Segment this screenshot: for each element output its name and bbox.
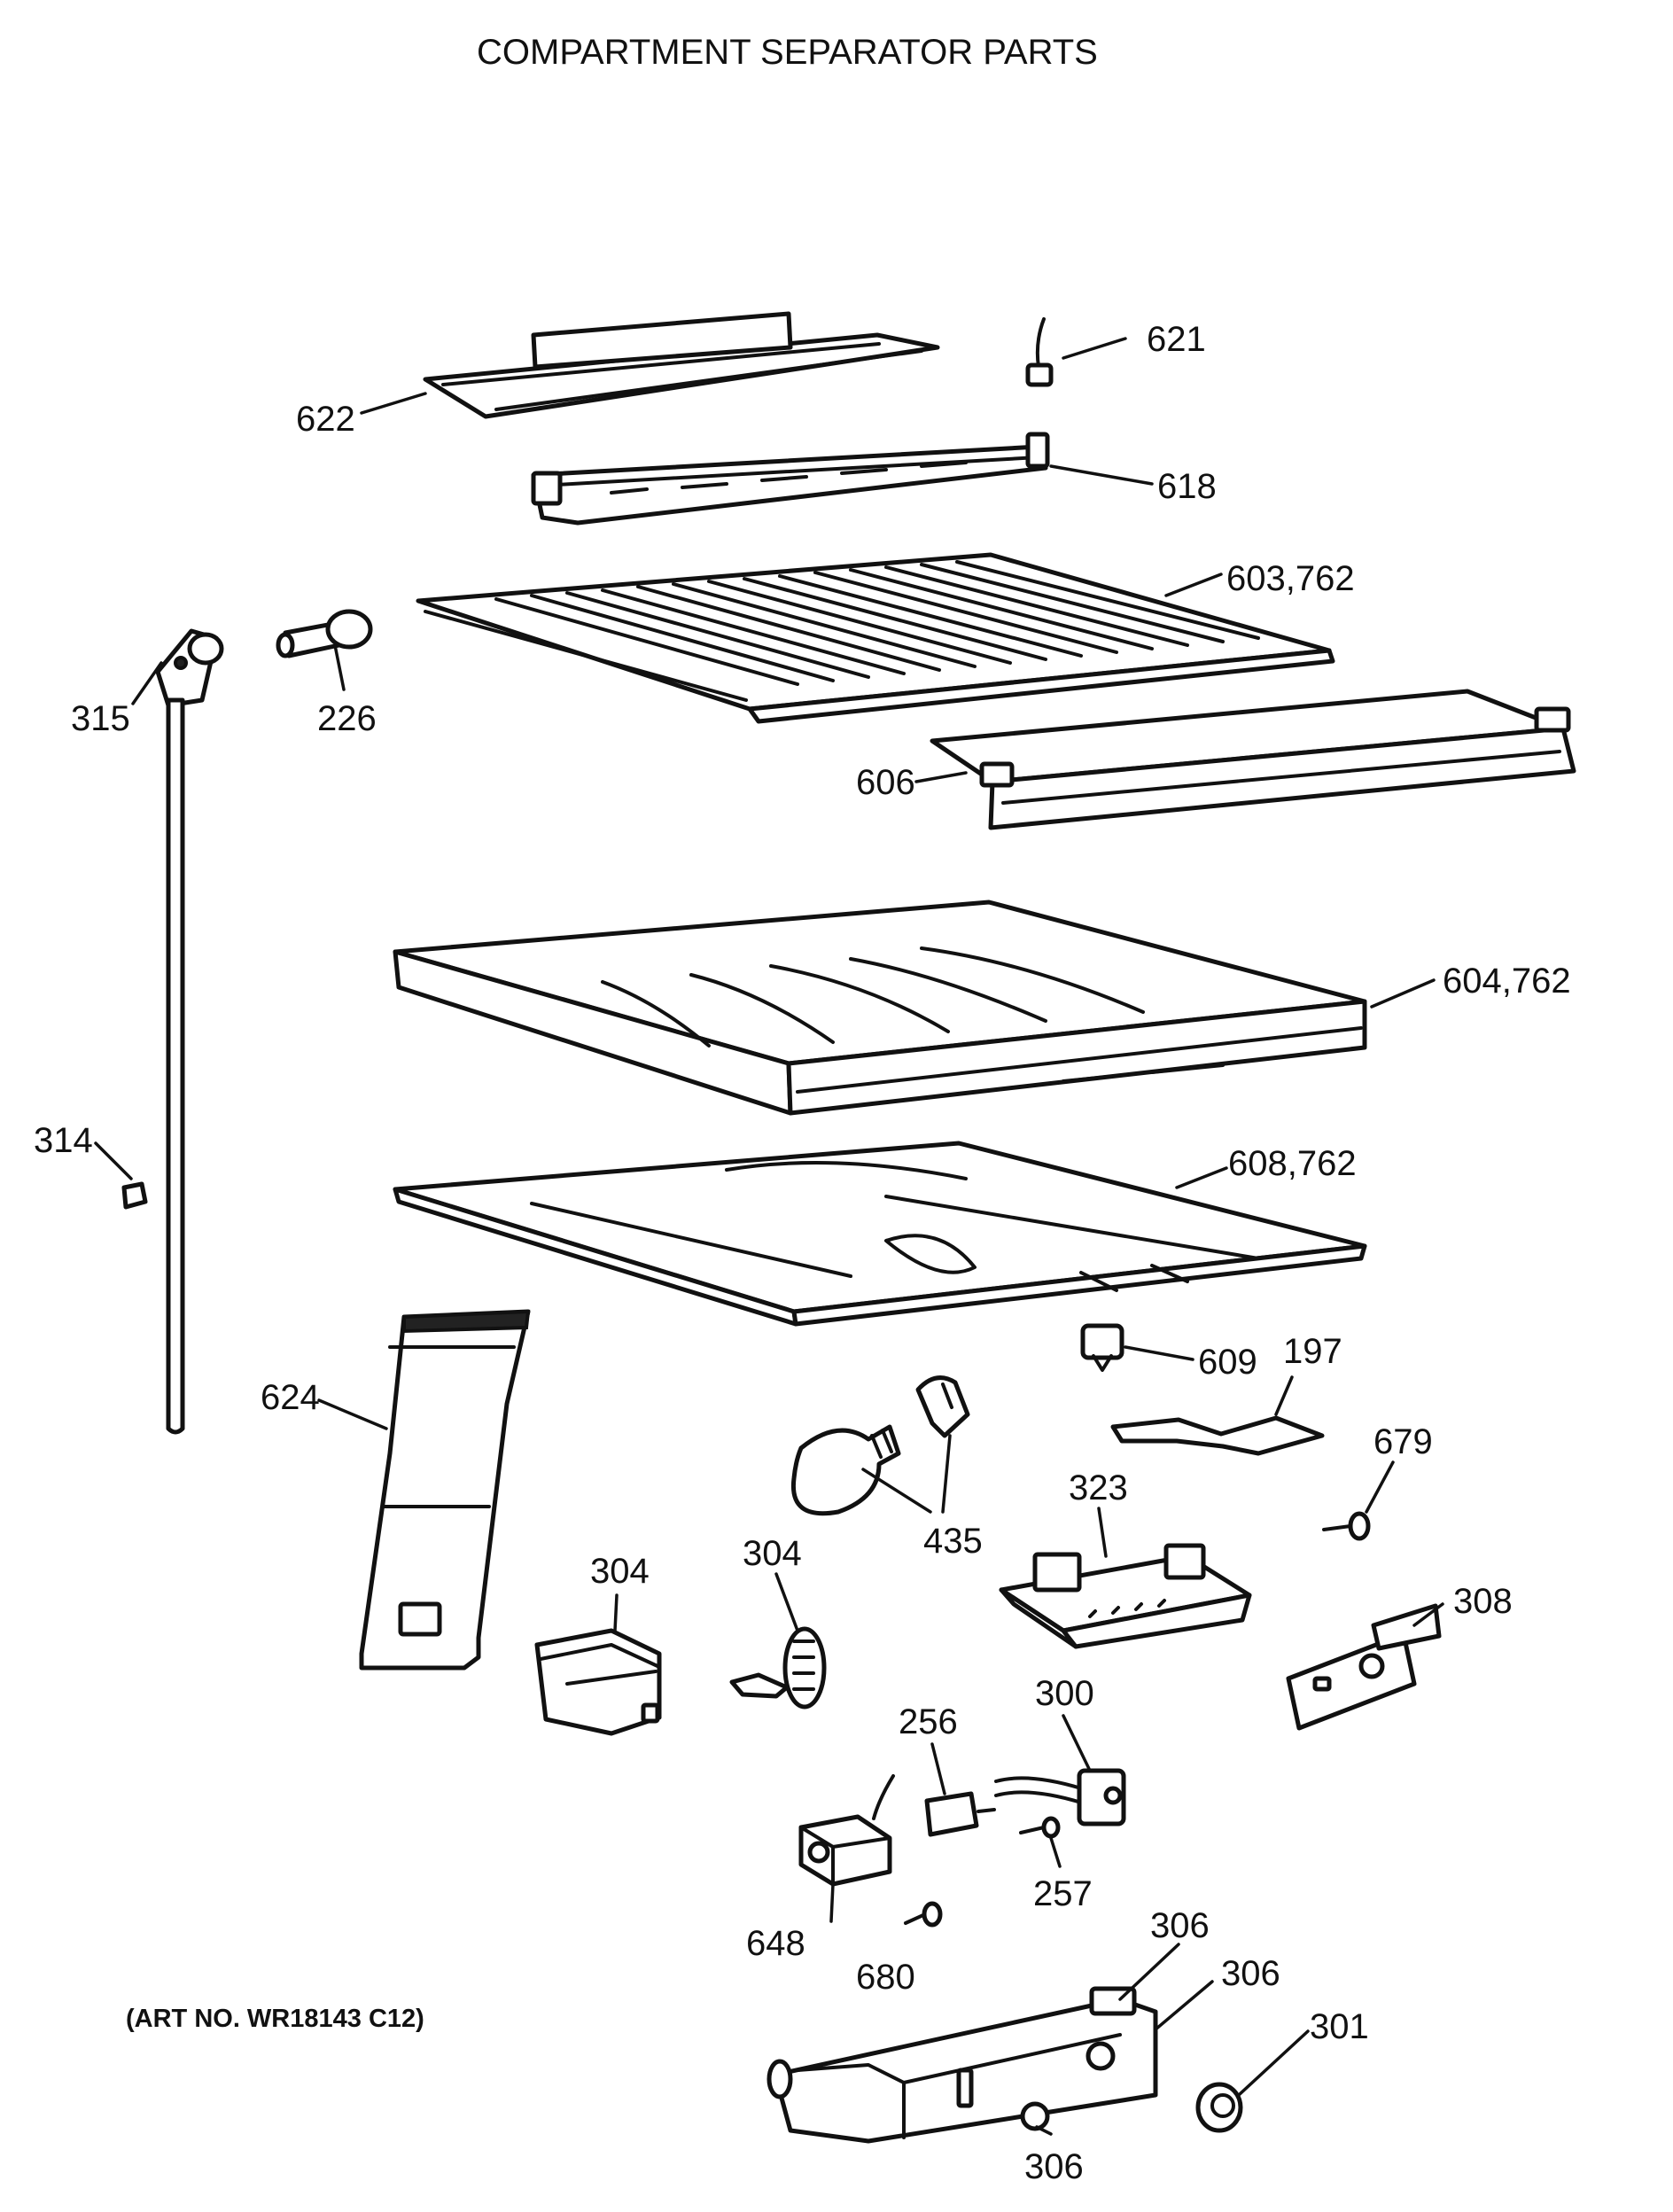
part-257-screw — [1019, 1816, 1061, 1839]
leader-618 — [1049, 464, 1154, 486]
callout-618: 618 — [1157, 467, 1217, 506]
part-618-bracket — [531, 432, 1050, 526]
callout-435: 435 — [923, 1522, 983, 1561]
part-435-light-bulb — [790, 1424, 901, 1516]
callout-603-762: 603,762 — [1226, 559, 1355, 598]
callout-621: 621 — [1147, 320, 1206, 359]
callout-306-right: 306 — [1221, 1954, 1280, 1993]
part-606-drawer-front — [930, 689, 1576, 830]
leader-197 — [1274, 1375, 1294, 1416]
part-315-rod-bracket — [155, 628, 224, 708]
leader-624 — [317, 1398, 388, 1430]
part-604-channel-shelf — [393, 900, 1367, 1116]
part-304-knob — [729, 1626, 827, 1710]
leader-306c — [1035, 2125, 1053, 2136]
leader-300 — [1062, 1714, 1092, 1772]
part-435-socket — [915, 1375, 970, 1438]
leader-608 — [1175, 1166, 1228, 1189]
callout-314: 314 — [34, 1121, 93, 1160]
callout-306-bottom: 306 — [1024, 2147, 1084, 2186]
callout-622: 622 — [296, 400, 355, 439]
part-304-block — [534, 1628, 662, 1736]
callout-604-762: 604,762 — [1443, 962, 1571, 1001]
callout-226: 226 — [317, 699, 377, 738]
callout-306-top: 306 — [1150, 1906, 1210, 1945]
part-621-wire — [1025, 317, 1054, 387]
leader-435-bulb — [861, 1468, 932, 1514]
callout-315: 315 — [71, 699, 130, 738]
part-314-clip — [121, 1181, 148, 1210]
leader-603 — [1164, 572, 1223, 597]
part-603-ribbed-shelf — [416, 552, 1335, 724]
leader-606 — [914, 771, 968, 783]
leader-301 — [1237, 2029, 1310, 2097]
callout-680: 680 — [856, 1958, 915, 1997]
callout-606: 606 — [856, 763, 915, 802]
callout-257: 257 — [1033, 1874, 1093, 1913]
callout-304-knob: 304 — [743, 1534, 802, 1573]
art-number: (ART NO. WR18143 C12) — [126, 2005, 424, 2033]
diagram-title: COMPARTMENT SEPARATOR PARTS — [477, 33, 1098, 72]
callout-300: 300 — [1035, 1674, 1094, 1713]
leader-435-socket — [941, 1434, 952, 1514]
callout-304-block: 304 — [590, 1552, 650, 1591]
leader-621 — [1062, 337, 1127, 360]
callout-609: 609 — [1198, 1343, 1257, 1382]
callout-labels: 621 622 618 603,762 315 226 606 604,762 … — [34, 320, 1571, 2186]
leader-679 — [1365, 1460, 1395, 1514]
callout-301: 301 — [1310, 2007, 1369, 2046]
callout-256: 256 — [899, 1702, 958, 1741]
part-323-housing — [999, 1543, 1252, 1649]
leader-lines — [94, 337, 1444, 2136]
leader-308 — [1412, 1602, 1444, 1627]
leader-315 — [131, 661, 163, 705]
part-314-rod — [166, 697, 185, 1435]
leader-256 — [930, 1742, 946, 1795]
part-648-motor — [798, 1774, 895, 1887]
part-306-bottom-bracket — [766, 1986, 1158, 2144]
callout-323: 323 — [1069, 1468, 1128, 1507]
leader-609 — [1124, 1345, 1194, 1361]
leader-257 — [1049, 1836, 1062, 1868]
callout-608-762: 608,762 — [1228, 1144, 1357, 1183]
part-301-knob — [1195, 2082, 1243, 2133]
shelf-ribs — [494, 560, 1260, 686]
leader-306a — [1118, 1943, 1180, 2001]
part-680-screw — [904, 1901, 943, 1928]
part-608-lower-pan — [393, 1141, 1367, 1327]
part-609-clip — [1080, 1323, 1124, 1372]
callout-624: 624 — [261, 1378, 320, 1417]
leader-306b — [1154, 1980, 1214, 2031]
part-622-cover — [423, 311, 940, 419]
part-226-pin — [276, 609, 373, 658]
part-197-strap — [1110, 1415, 1325, 1456]
leader-648 — [829, 1882, 835, 1923]
leader-323 — [1097, 1507, 1108, 1558]
callout-648: 648 — [746, 1924, 805, 1963]
part-256-switch — [924, 1791, 996, 1837]
leader-304-block — [613, 1593, 619, 1632]
callout-679: 679 — [1373, 1422, 1433, 1461]
part-308-bracket — [1286, 1603, 1442, 1731]
leader-604 — [1370, 978, 1436, 1009]
leader-622 — [360, 392, 427, 415]
leader-304-knob — [774, 1572, 799, 1632]
callout-197: 197 — [1283, 1332, 1342, 1371]
part-679-screw — [1322, 1511, 1371, 1541]
callout-308: 308 — [1453, 1582, 1513, 1621]
leader-226 — [333, 643, 346, 691]
part-624-vertical-panel — [359, 1309, 531, 1671]
leader-314 — [94, 1141, 133, 1180]
part-300-switch — [994, 1768, 1126, 1826]
